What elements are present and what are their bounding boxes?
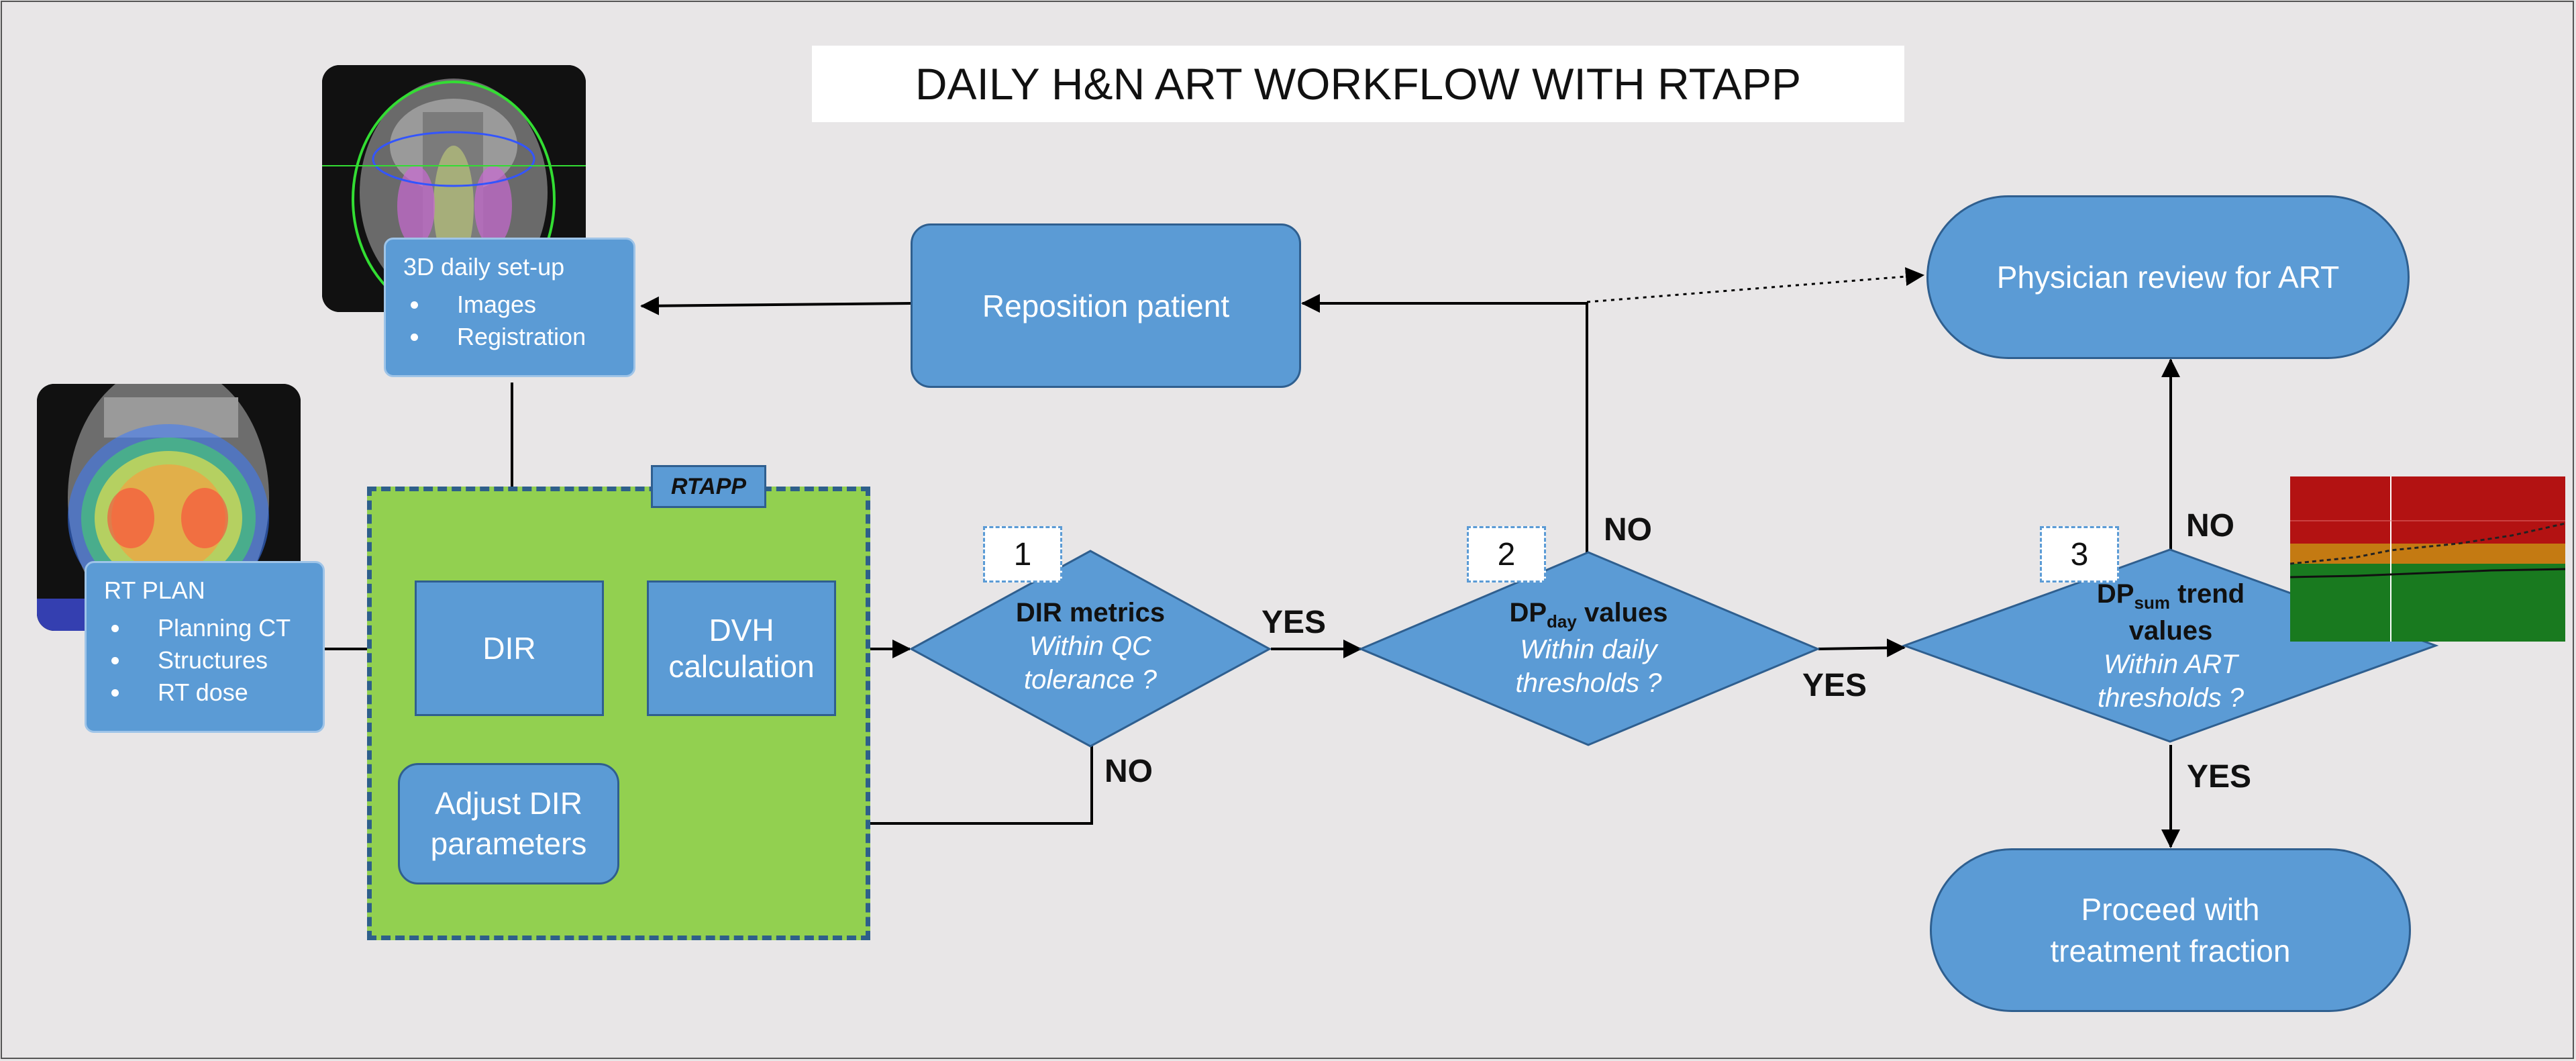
rt-plan-list: Planning CT Structures RT dose [104, 614, 305, 707]
setup-item-images: Images [430, 291, 616, 319]
dp-sum-trend-thumbnail [2289, 476, 2566, 642]
diagram-title: DAILY H&N ART WORKFLOW WITH RTAPP [812, 46, 1904, 122]
decision-1-number: 1 [983, 526, 1062, 583]
rt-plan-box[interactable]: RT PLAN Planning CT Structures RT dose [85, 561, 325, 733]
decision-1-title: DIR metrics [1015, 598, 1166, 627]
setup-item-registration: Registration [430, 323, 616, 351]
dp-sum-subscript: sum [2134, 593, 2170, 613]
decision-1-diamond [909, 550, 1272, 748]
setup-box[interactable]: 3D daily set-up Images Registration [384, 238, 635, 377]
dp-label: DP [1509, 598, 1547, 627]
plan-item-dose: RT dose [131, 678, 305, 707]
dp-values-text: values [1576, 598, 1668, 627]
decision-3-title: DPsum trend values [2047, 577, 2295, 648]
adjust-dir-box[interactable]: Adjust DIR parameters [398, 763, 619, 885]
rtapp-tag: RTAPP [651, 465, 766, 508]
decision-2-text: DPday values Within daily thresholds ? [1449, 596, 1728, 700]
decision-3-number: 3 [2040, 526, 2119, 583]
d2-yes-label: YES [1802, 668, 1867, 703]
dp-label: DP [2096, 579, 2134, 609]
decision-2-title: DPday values [1449, 596, 1728, 633]
decision-3-subtitle: Within ART thresholds ? [2098, 649, 2244, 713]
rt-plan-title: RT PLAN [104, 576, 205, 604]
decision-3-text: DPsum trend values Within ART thresholds… [2047, 577, 2295, 715]
dp-trend-text: trend values [2128, 579, 2245, 646]
trend-graphic [2289, 476, 2566, 642]
d2-no-label: NO [1604, 512, 1652, 548]
d3-no-label: NO [2186, 508, 2234, 544]
decision-2-diamond [1358, 551, 1820, 746]
setup-box-title: 3D daily set-up [403, 253, 565, 281]
setup-box-list: Images Registration [403, 291, 616, 351]
physician-review-box[interactable]: Physician review for ART [1926, 195, 2410, 359]
decision-1-text: DIR metrics Within QC tolerance ? [960, 596, 1221, 697]
dir-box[interactable]: DIR [415, 580, 604, 716]
proceed-box[interactable]: Proceed with treatment fraction [1930, 848, 2411, 1012]
arrow-d2-no-to-reposition [1301, 294, 1588, 556]
dp-day-subscript: day [1547, 611, 1577, 631]
arrow-d2-to-d3 [1818, 638, 1906, 658]
decision-2-number: 2 [1467, 526, 1546, 583]
decision-1-subtitle: Within QC tolerance ? [1024, 631, 1157, 695]
plan-item-ct: Planning CT [131, 614, 305, 642]
dvh-box[interactable]: DVH calculation [647, 580, 836, 716]
d3-yes-label: YES [2187, 759, 2252, 795]
reposition-box[interactable]: Reposition patient [911, 223, 1301, 388]
decision-2-subtitle: Within daily thresholds ? [1515, 634, 1662, 698]
d1-no-label: NO [1104, 754, 1153, 789]
plan-item-structures: Structures [131, 646, 305, 674]
arrow-reposition-to-setup [640, 296, 912, 315]
d1-yes-label: YES [1261, 605, 1327, 640]
